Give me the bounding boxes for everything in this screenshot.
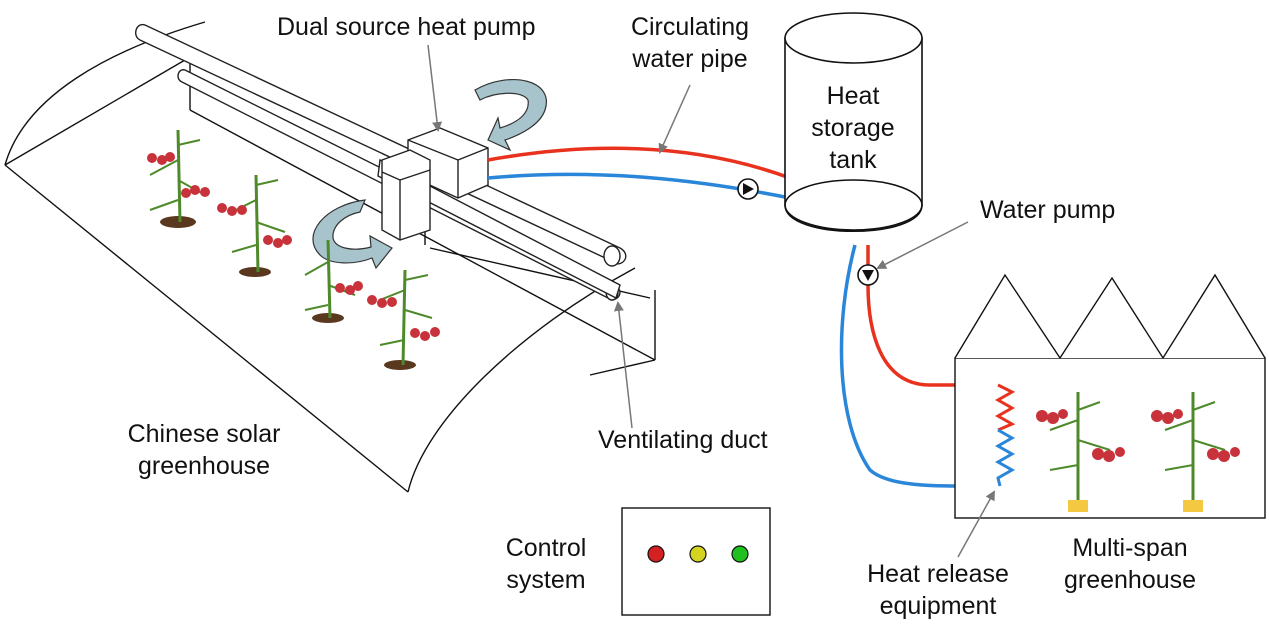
- leader-heat-release: [957, 490, 995, 558]
- multispan-tomato-plant-2: [1151, 392, 1240, 512]
- label-multispan-line1: Multi-span: [1072, 534, 1188, 562]
- yellow-indicator-light: [689, 545, 707, 563]
- label-heat-release-equipment: Heat release equipment: [848, 558, 1028, 622]
- hot-pipe-to-greenhouse: [866, 245, 998, 387]
- airflow-arrow-bottom: [312, 199, 393, 270]
- north-wall-base: [189, 109, 656, 361]
- heat-storage-tank: [784, 12, 923, 232]
- circulation-pump-icon: [737, 178, 759, 200]
- dual-source-heat-pump-unit: [381, 127, 489, 241]
- leader-heat-pump: [427, 44, 443, 132]
- cold-pipe-from-greenhouse: [839, 244, 999, 488]
- leader-water-pump: [876, 221, 969, 269]
- label-heat-release-line2: equipment: [879, 592, 997, 620]
- water-pump-icon: [857, 264, 879, 286]
- greenhouse-arch-back: [407, 267, 636, 493]
- top-duct: [135, 23, 627, 265]
- control-system-panel: [621, 507, 771, 616]
- label-control-line2: system: [506, 566, 586, 594]
- red-indicator-light: [647, 545, 665, 563]
- tomato-plant-4: [367, 269, 440, 370]
- label-solar-line1: Chinese solar: [127, 420, 281, 448]
- label-tank-line1: Heat: [826, 82, 880, 110]
- airflow-arrow-top: [474, 79, 548, 152]
- label-dual-source-heat-pump: Dual source heat pump: [277, 13, 536, 41]
- heat-release-coil: [994, 383, 1016, 487]
- label-circulating-line1: Circulating: [630, 13, 750, 41]
- label-multispan-line2: greenhouse: [1063, 566, 1197, 594]
- label-circulating-line2: water pipe: [632, 45, 748, 73]
- hot-supply-pipe: [487, 146, 791, 180]
- multi-span-greenhouse: [954, 273, 1266, 519]
- label-chinese-solar-greenhouse: Chinese solar greenhouse: [104, 418, 304, 482]
- green-indicator-light: [731, 545, 749, 563]
- label-circulating-water-pipe: Circulating water pipe: [610, 11, 770, 75]
- greenhouse-arch-front: [4, 21, 206, 166]
- label-multi-span-greenhouse: Multi-span greenhouse: [1042, 532, 1218, 596]
- multispan-tomato-plant-1: [1036, 392, 1125, 512]
- label-control-system: Control system: [490, 532, 602, 596]
- leader-lines: [427, 44, 995, 558]
- tomato-plant-2: [217, 174, 292, 277]
- tomato-plant-1: [147, 129, 210, 228]
- label-tank-line2: storage: [811, 114, 895, 142]
- label-heat-release-line1: Heat release: [867, 560, 1009, 588]
- leader-circulating-pipe: [658, 84, 691, 154]
- leader-ventilating-duct: [613, 301, 633, 429]
- label-ventilating-duct: Ventilating duct: [598, 426, 768, 454]
- label-heat-storage-tank: Heat storage tank: [793, 80, 913, 176]
- label-solar-line2: greenhouse: [137, 452, 271, 480]
- label-tank-line3: tank: [829, 146, 877, 174]
- tomato-plant-3: [304, 239, 363, 323]
- label-control-line1: Control: [505, 534, 587, 562]
- label-water-pump: Water pump: [980, 196, 1116, 224]
